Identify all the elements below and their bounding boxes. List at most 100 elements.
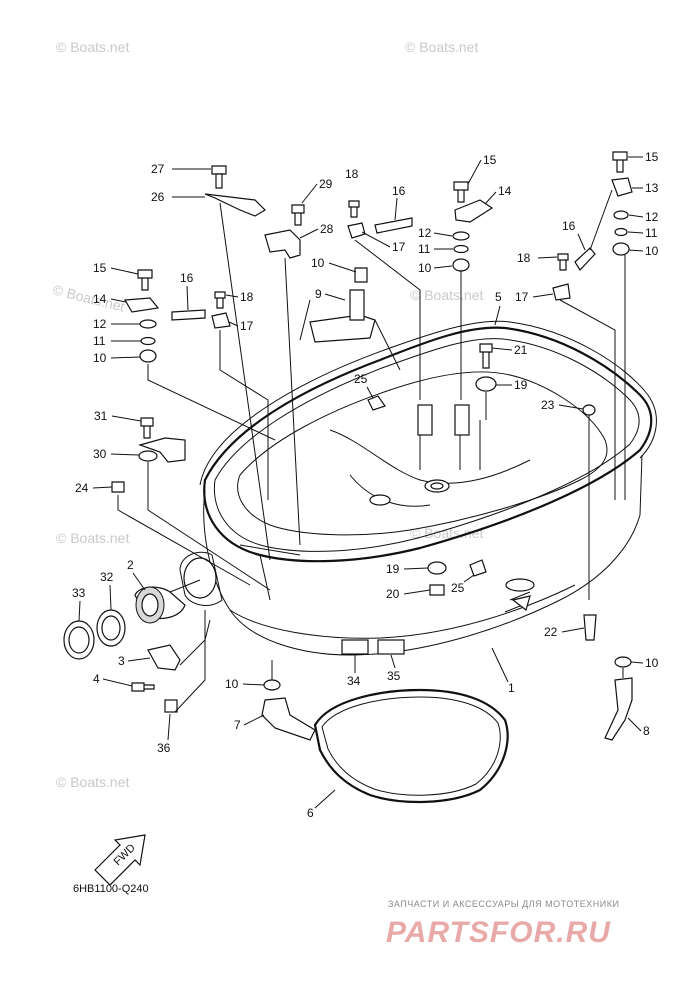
callout-11: 11 — [645, 226, 658, 240]
callout-18: 18 — [345, 167, 359, 181]
callout-10: 10 — [645, 656, 659, 670]
clip-13 — [611, 177, 633, 197]
watermark: © Boats.net — [56, 530, 129, 546]
callout-19: 19 — [514, 378, 528, 392]
callout-20: 20 — [386, 587, 400, 601]
callout-9: 9 — [315, 287, 322, 301]
callout-13: 13 — [645, 181, 659, 195]
callout-8: 8 — [643, 724, 650, 738]
callout-12: 12 — [645, 210, 659, 224]
screw-4 — [131, 682, 155, 692]
vendor-tagline: ЗАПЧАСТИ И АКСЕССУАРЫ ДЛЯ МОТОТЕХНИКИ — [388, 899, 619, 909]
washer-12 — [613, 210, 629, 220]
watermark: © Boats.net — [405, 39, 478, 55]
bolt-31 — [140, 417, 154, 439]
callout-10: 10 — [645, 244, 659, 258]
washer-11 — [140, 336, 156, 346]
grommet-10 — [139, 349, 157, 363]
callout-18: 18 — [517, 251, 531, 265]
callout-5: 5 — [495, 290, 502, 304]
callout-2: 2 — [127, 558, 134, 572]
bottom-cowling — [179, 326, 653, 656]
callout-1: 1 — [508, 681, 515, 695]
callout-15: 15 — [645, 150, 659, 164]
callout-25: 25 — [451, 581, 465, 595]
callout-16: 16 — [180, 271, 194, 285]
plug-24 — [111, 481, 125, 493]
callout-15: 15 — [483, 153, 497, 167]
bracket-26 — [204, 193, 266, 217]
lever-8 — [604, 677, 633, 741]
washer-11 — [453, 244, 469, 254]
callout-33: 33 — [72, 586, 86, 600]
spring-16 — [374, 217, 413, 234]
spring-16 — [574, 247, 596, 271]
bracket-14 — [124, 297, 160, 313]
callout-17: 17 — [515, 290, 529, 304]
bracket-3 — [147, 644, 181, 671]
callout-23: 23 — [541, 398, 555, 412]
spring-16 — [171, 309, 206, 321]
callout-16: 16 — [562, 219, 576, 233]
washer-12 — [452, 231, 470, 241]
callout-11: 11 — [93, 334, 106, 348]
callout-17: 17 — [240, 319, 254, 333]
callout-15: 15 — [93, 261, 107, 275]
callout-10: 10 — [93, 351, 107, 365]
grommet-10 — [612, 242, 630, 256]
bolt-27 — [211, 165, 227, 189]
callout-31: 31 — [94, 409, 108, 423]
callout-14: 14 — [498, 184, 512, 198]
bracket-30 — [138, 437, 186, 463]
drain-22 — [583, 614, 597, 641]
bolt-15 — [453, 181, 469, 203]
watermark: © Boats.net — [410, 287, 483, 303]
callout-26: 26 — [151, 190, 165, 204]
bolt-21 — [479, 343, 493, 369]
washer-11 — [614, 227, 628, 237]
callout-11: 11 — [418, 242, 431, 256]
clip-17 — [211, 312, 231, 329]
seal-5 — [199, 320, 657, 486]
callout-35: 35 — [387, 669, 401, 683]
callout-10: 10 — [225, 677, 239, 691]
callout-12: 12 — [93, 317, 107, 331]
callout-22: 22 — [544, 625, 558, 639]
label-36 — [164, 699, 178, 713]
grommet-10 — [614, 656, 632, 668]
callout-28: 28 — [320, 222, 334, 236]
screw-18 — [348, 200, 360, 218]
callout-19: 19 — [386, 562, 400, 576]
bolt-15 — [137, 269, 153, 291]
grommet-20 — [429, 584, 445, 596]
callout-18: 18 — [240, 290, 254, 304]
bracket-28 — [264, 229, 301, 259]
callout-12: 12 — [418, 226, 432, 240]
callout-36: 36 — [157, 741, 171, 755]
lever-9 — [309, 314, 376, 343]
washer-12 — [139, 319, 157, 329]
callout-25: 25 — [354, 372, 368, 386]
watermark: © Boats.net — [56, 39, 129, 55]
callout-4: 4 — [93, 672, 100, 686]
callout-24: 24 — [75, 481, 89, 495]
callout-10: 10 — [418, 261, 432, 275]
fwd-arrow-icon: FWD — [94, 834, 146, 886]
callout-27: 27 — [151, 162, 165, 176]
grommet-10 — [263, 679, 281, 691]
callout-21: 21 — [514, 343, 528, 357]
bracket-14 — [454, 199, 494, 223]
callout-34: 34 — [347, 674, 361, 688]
clip-17 — [552, 283, 571, 301]
bolt-29 — [291, 204, 305, 226]
watermark: © Boats.net — [51, 281, 126, 314]
grommet-10 — [354, 267, 368, 283]
clip-17 — [347, 222, 366, 239]
watermark: © Boats.net — [56, 774, 129, 790]
vendor-logo: PARTSFOR.RU — [386, 916, 611, 949]
lever-7 — [261, 697, 316, 741]
callout-17: 17 — [392, 240, 406, 254]
screw-18 — [214, 291, 226, 309]
callout-16: 16 — [392, 184, 406, 198]
